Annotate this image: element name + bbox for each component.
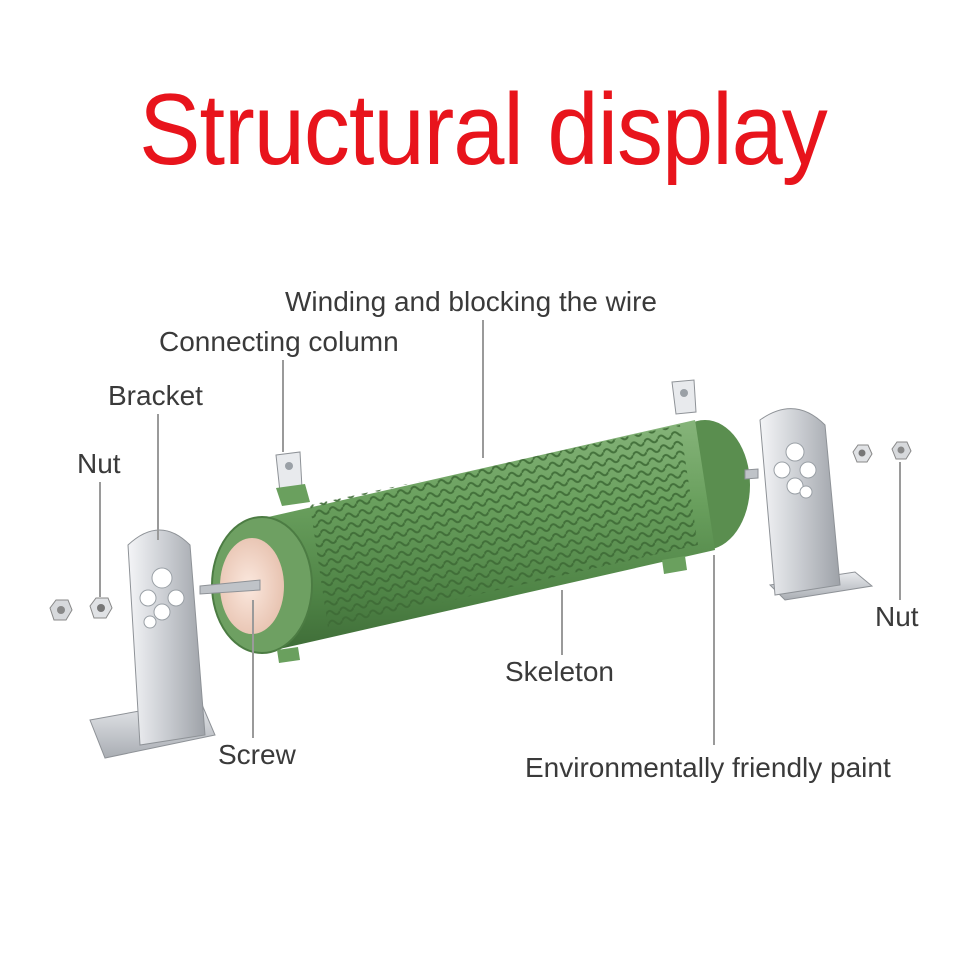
right-nuts (853, 442, 911, 462)
left-bracket (90, 530, 215, 758)
label-connecting-column: Connecting column (159, 326, 399, 358)
page-title: Structural display (0, 73, 966, 189)
label-bracket: Bracket (108, 380, 203, 412)
label-winding: Winding and blocking the wire (285, 286, 657, 318)
label-paint: Environmentally friendly paint (525, 752, 891, 784)
label-screw: Screw (218, 739, 296, 771)
label-skeleton: Skeleton (505, 656, 614, 688)
label-nut-right: Nut (875, 601, 919, 633)
left-nuts (50, 598, 112, 620)
right-bracket (760, 409, 872, 600)
label-nut-left: Nut (77, 448, 121, 480)
